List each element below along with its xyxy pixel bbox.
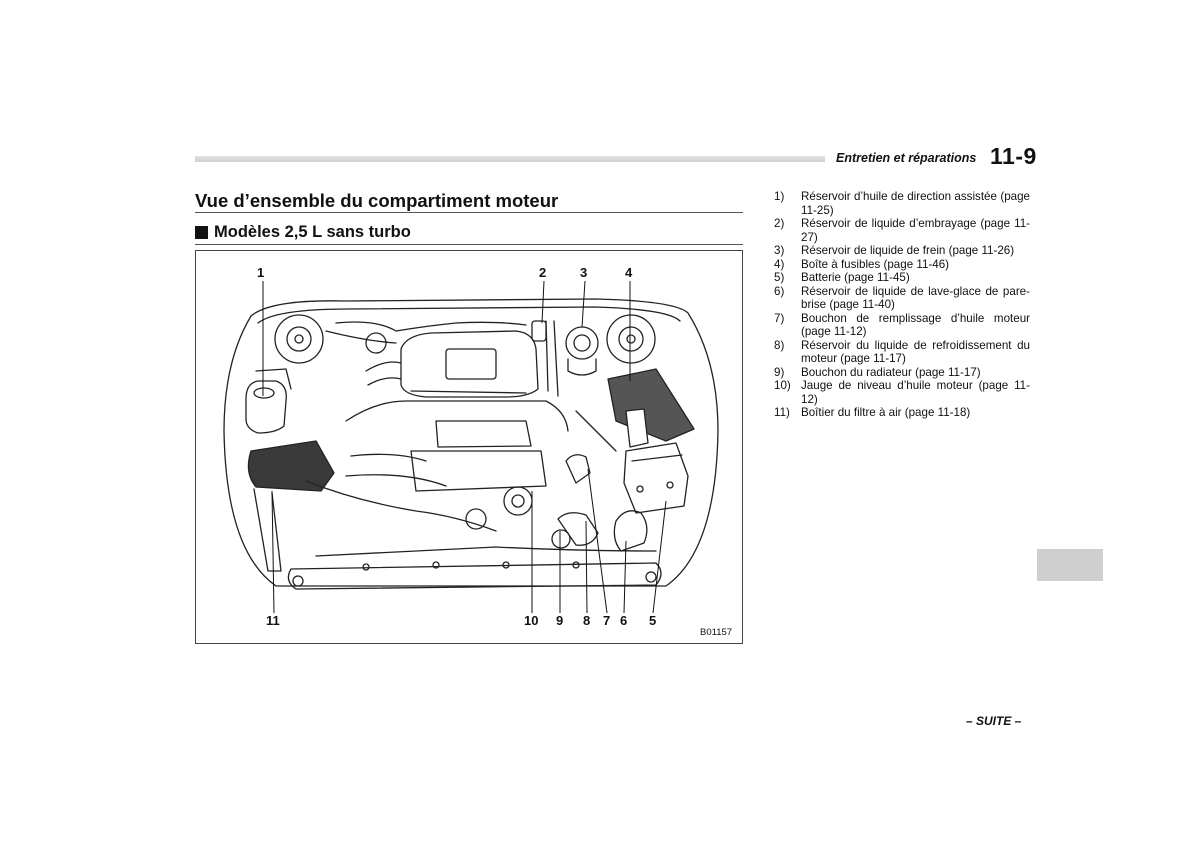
list-item: 4)Boîte à fusibles (page 11-46): [774, 257, 950, 271]
list-item: 10)Jauge de niveau d’huile moteur (page …: [774, 379, 1030, 406]
callout-4: 4: [625, 265, 633, 280]
callout-5: 5: [649, 613, 657, 628]
header-section-title: Entretien et réparations: [836, 151, 977, 165]
legend-list: 1)Réservoir d’huile de direction assisté…: [774, 190, 1030, 420]
list-item: 5)Batterie (page 11-45): [774, 271, 910, 284]
callout-2: 2: [539, 265, 547, 280]
callout-10: 10: [524, 613, 539, 628]
list-item: 7)Bouchon de remplissage d’huile moteur …: [774, 311, 1030, 339]
section-title: Vue d’ensemble du compartiment moteur: [195, 190, 559, 211]
callout-6: 6: [620, 613, 628, 628]
subtitle-rule: [195, 244, 743, 245]
list-item: 2)Réservoir de liquide d’embrayage (page…: [774, 217, 1030, 244]
title-rule: [195, 212, 743, 213]
list-item: 1)Réservoir d’huile de direction assisté…: [774, 190, 1030, 217]
chapter-tab: [1037, 549, 1103, 581]
list-item: 8)Réservoir du liquide de refroidissemen…: [774, 338, 1030, 366]
callout-7: 7: [603, 613, 611, 628]
callout-9: 9: [556, 613, 564, 628]
callout-1: 1: [257, 265, 265, 280]
header-bar: [195, 156, 825, 162]
page-number: 11-9: [990, 143, 1037, 169]
callout-8: 8: [583, 613, 591, 628]
list-item: 9)Bouchon du radiateur (page 11-17): [774, 365, 981, 379]
subtitle-row: Modèles 2,5 L sans turbo: [195, 223, 411, 242]
continue-label: – SUITE –: [966, 714, 1022, 728]
figure-code: B01157: [700, 627, 733, 638]
list-item: 11)Boîtier du filtre à air (page 11-18): [774, 406, 971, 419]
list-item: 3)Réservoir de liquide de frein (page 11…: [774, 244, 1015, 257]
subtitle: Modèles 2,5 L sans turbo: [214, 223, 411, 241]
square-bullet-icon: [195, 226, 208, 239]
engine-compartment-figure: 1 2 3 4 11 10 9 8 7 6 5 B01157: [195, 250, 743, 644]
callout-11: 11: [266, 613, 280, 628]
list-item: 6)Réservoir de liquide de lave-glace de …: [774, 284, 1030, 312]
engine-illustration: [223, 280, 719, 614]
callout-3: 3: [580, 265, 588, 280]
